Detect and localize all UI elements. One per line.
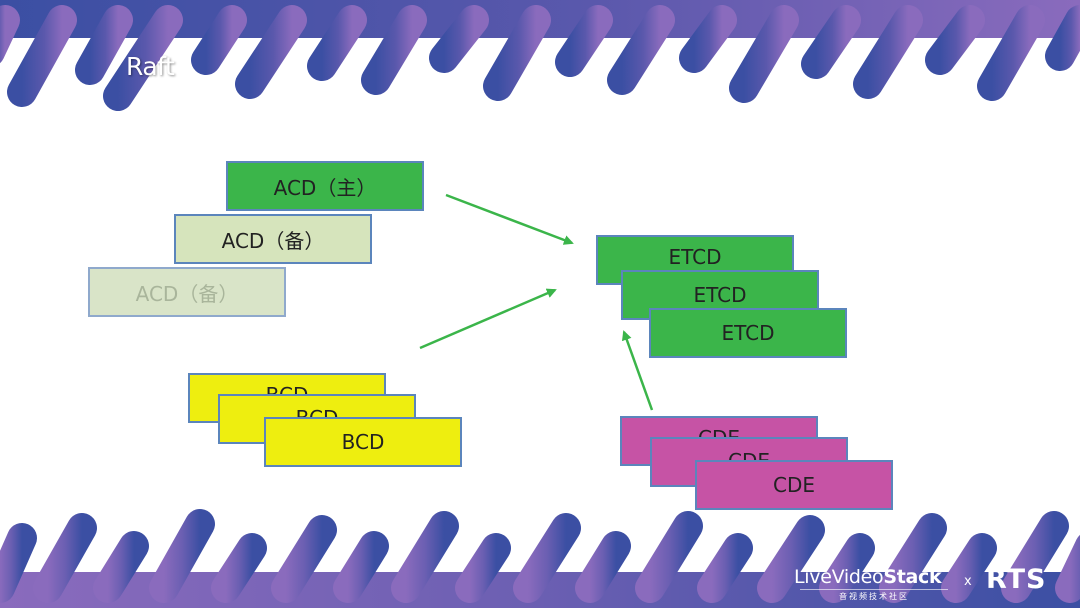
livevideostack-logo: LiveVideoStack [794,566,942,588]
acd-standby-box-2: ACD（备） [88,267,286,317]
bcd-box-3: BCD [264,417,462,467]
cde-box-3: CDE [695,460,893,510]
bottom-wave-banner [0,509,1080,608]
acd-standby-box-1: ACD（备） [174,214,372,264]
logo-text-light: LiveVideo [794,566,884,588]
acd-primary-box: ACD（主） [226,161,424,211]
logo-subtitle: 音视频技术社区 [800,589,948,602]
top-wave-banner [0,0,1080,111]
etcd-box-3: ETCD [649,308,847,358]
slide-title: Raft [126,52,175,81]
logo-text-bold: Stack [883,566,942,588]
logo-separator: x [964,574,972,589]
rts-logo: RTS [986,564,1047,595]
